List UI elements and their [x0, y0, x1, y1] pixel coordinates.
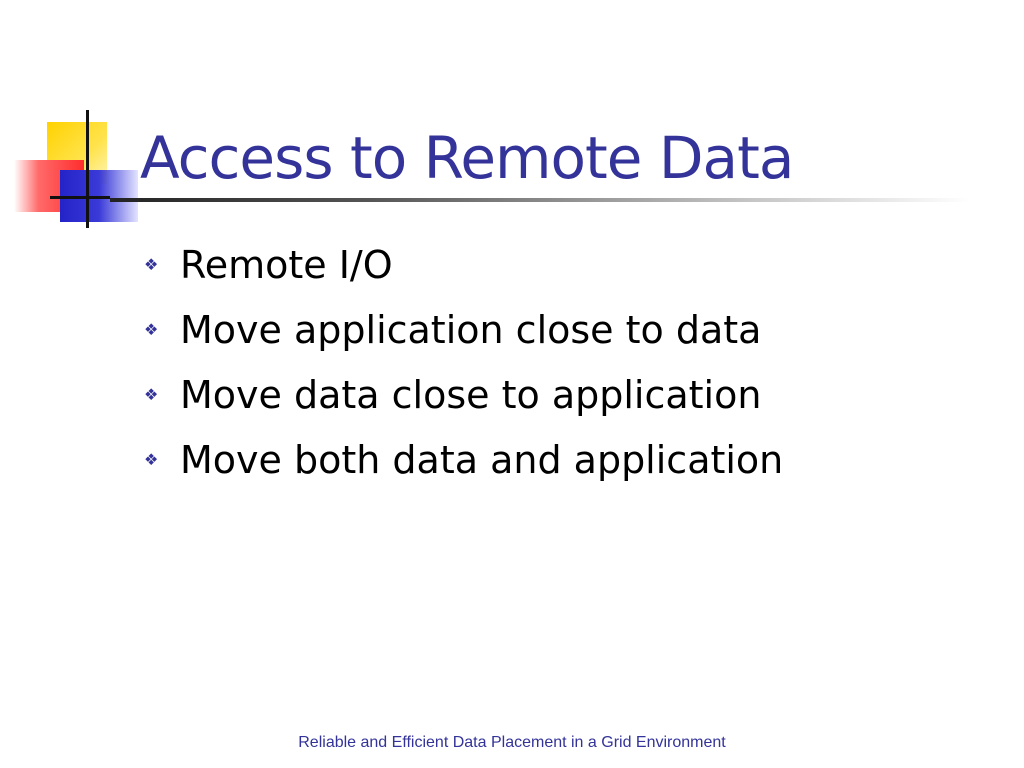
slide-footer: Reliable and Efficient Data Placement in…: [298, 734, 726, 751]
list-item: ❖ Remote I/O: [144, 232, 783, 297]
four-diamond-bullet-icon: ❖: [144, 384, 159, 404]
bullet-text: Remote I/O: [180, 242, 393, 287]
slide-title: Access to Remote Data: [140, 124, 794, 192]
list-item: ❖ Move data close to application: [144, 362, 783, 427]
bullet-text: Move application close to data: [180, 307, 762, 352]
bullet-text: Move data close to application: [180, 372, 762, 417]
list-item: ❖ Move both data and application: [144, 427, 783, 492]
logo-vertical-line: [86, 110, 89, 228]
list-item: ❖ Move application close to data: [144, 297, 783, 362]
four-diamond-bullet-icon: ❖: [144, 449, 159, 469]
decorative-logo: [0, 100, 150, 240]
four-diamond-bullet-icon: ❖: [144, 254, 159, 274]
bullet-list: ❖ Remote I/O ❖ Move application close to…: [144, 232, 783, 492]
four-diamond-bullet-icon: ❖: [144, 319, 159, 339]
bullet-text: Move both data and application: [180, 437, 784, 482]
logo-horizontal-line: [50, 196, 110, 199]
title-underline: [110, 198, 970, 202]
